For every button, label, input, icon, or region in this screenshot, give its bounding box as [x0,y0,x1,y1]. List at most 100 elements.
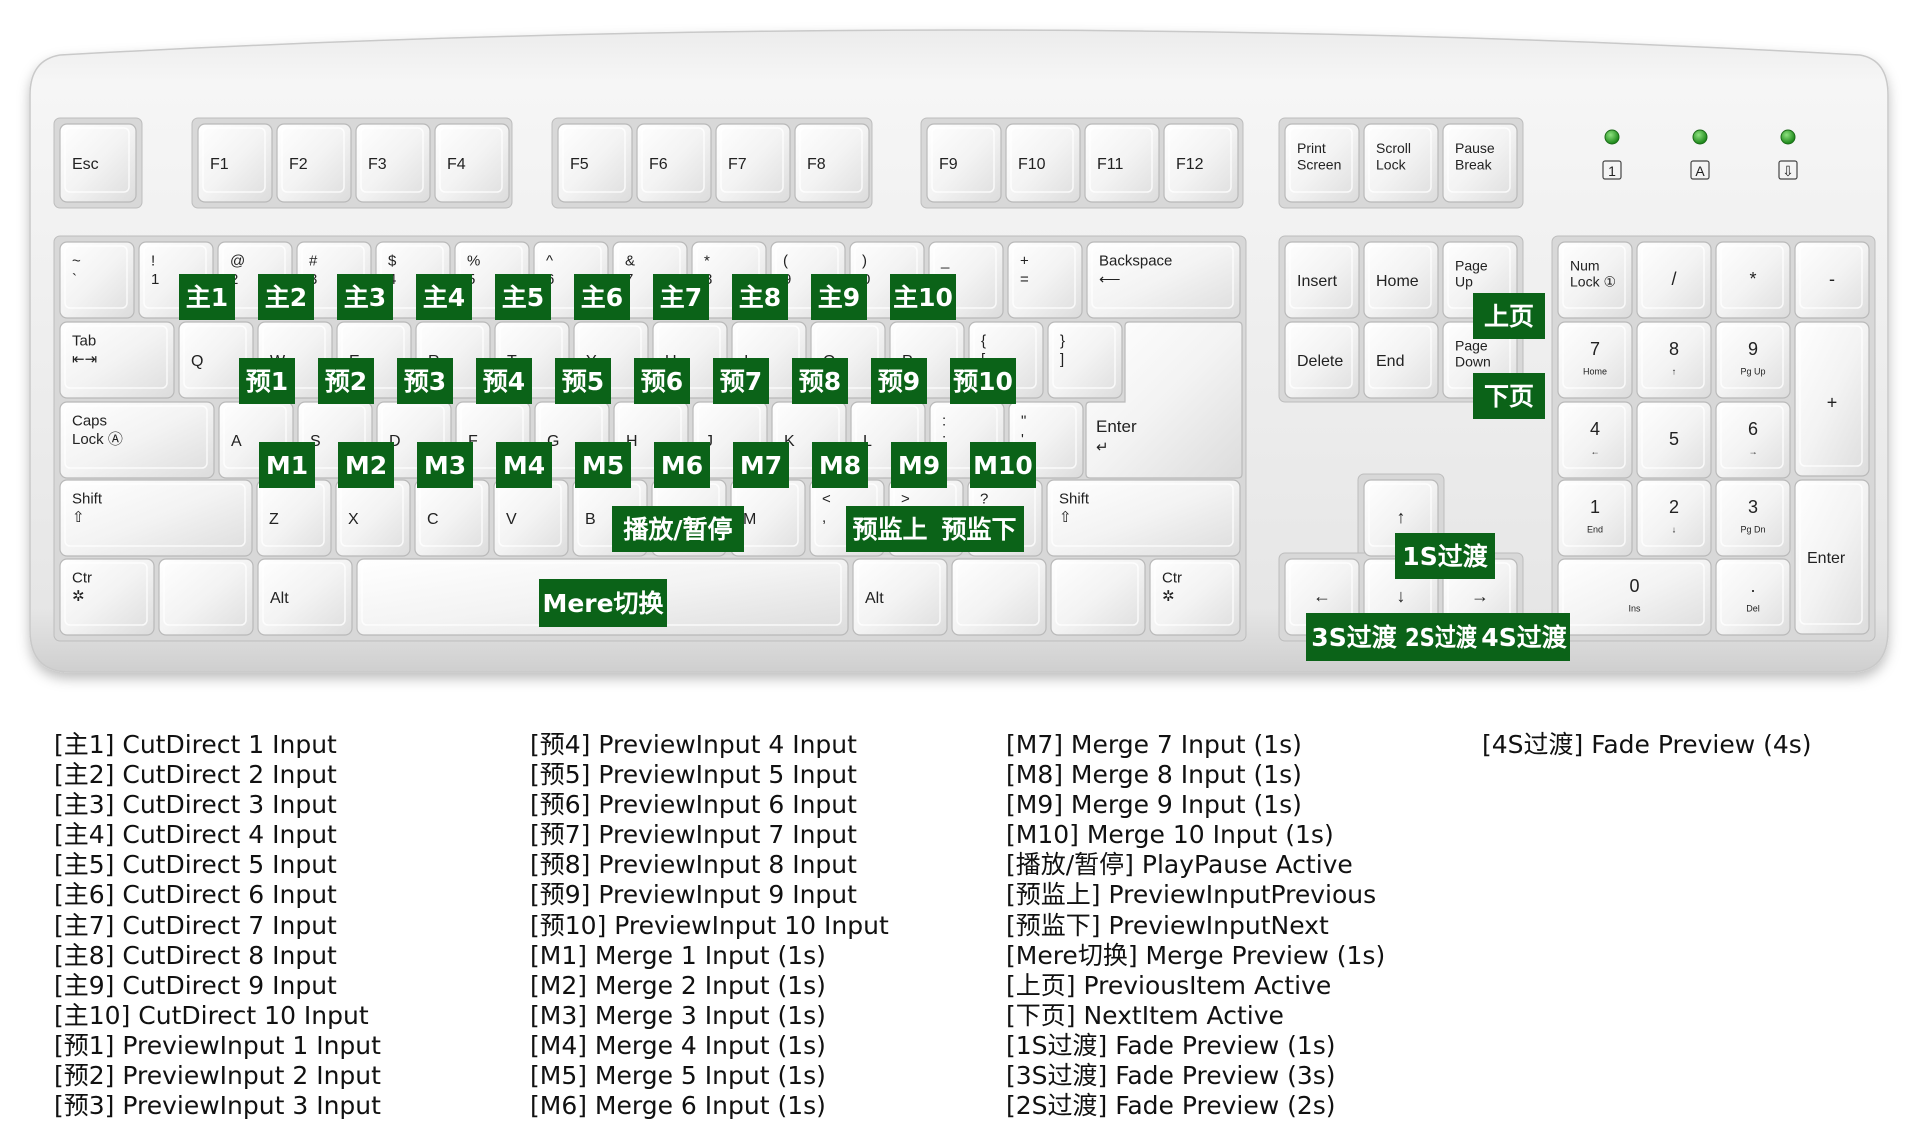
key-q[interactable]: Q [178,321,254,399]
legend-item: [M6] Merge 6 Input (1s) [530,1091,826,1121]
shortcut-tag-label: 主8 [739,283,781,312]
key-backtick[interactable]: ~` [59,241,135,319]
key-f4[interactable]: F4 [434,123,510,203]
key-f3[interactable]: F3 [355,123,431,203]
key-home[interactable]: Home [1363,241,1439,319]
key-f11[interactable]: F11 [1084,123,1160,203]
key-c[interactable]: C [414,479,490,557]
shortcut-tag: 预2 [318,358,374,404]
key-f5[interactable]: F5 [557,123,633,203]
key-label: Print [1297,140,1326,156]
key-win-left[interactable] [158,558,254,636]
key-f8[interactable]: F8 [794,123,870,203]
key-num-enter[interactable]: Enter [1794,479,1870,635]
key-x[interactable]: X [335,479,411,557]
key-ctrl-right[interactable]: Ctr✲ [1149,558,1241,636]
key-sublabel: Pg Up [1740,366,1765,376]
key-num-8[interactable]: 8↑ [1636,321,1712,399]
key-num-5[interactable]: 5 [1636,401,1712,479]
shortcut-tag-label: M1 [266,451,308,480]
key-label: * [1749,269,1756,289]
key-ctrl-left[interactable]: Ctr✲ [59,558,155,636]
indicator-led: A [1690,129,1710,180]
key-equals[interactable]: += [1007,241,1083,319]
shortcut-tag: 主1 [179,274,235,320]
key-num-3[interactable]: 3Pg Dn [1715,479,1791,557]
shortcut-tag: 主8 [732,274,788,320]
key-f10[interactable]: F10 [1005,123,1081,203]
key-label: F1 [210,156,229,173]
key-num-2[interactable]: 2↓ [1636,479,1712,557]
legend-item: [预9] PreviewInput 9 Input [530,880,857,910]
key-label: Shift [1059,491,1090,508]
shortcut-tag-label: 上页 [1484,302,1534,331]
key-enter[interactable]: Enter↵ [1085,321,1243,479]
key-num-minus[interactable]: - [1794,241,1870,319]
shortcut-tag: M5 [575,442,631,488]
key-num-6[interactable]: 6→ [1715,401,1791,479]
key-num-4[interactable]: 4← [1557,401,1633,479]
key-label: 5 [1669,429,1679,449]
key-f7[interactable]: F7 [715,123,791,203]
key-label: 7 [1590,339,1600,359]
legend-item: [预8] PreviewInput 8 Input [530,850,857,880]
shortcut-legend: [主1] CutDirect 1 Input[主2] CutDirect 2 I… [0,730,1920,1124]
key-num-9[interactable]: 9Pg Up [1715,321,1791,399]
shortcut-tag-label: 预8 [799,367,841,396]
key-rbracket[interactable]: }] [1047,321,1123,399]
key-label: F4 [447,156,466,173]
key-num-plus[interactable]: + [1794,321,1870,477]
key-menu[interactable] [1050,558,1146,636]
key-f9[interactable]: F9 [926,123,1002,203]
key-num-multiply[interactable]: * [1715,241,1791,319]
key-label: Num [1570,257,1600,273]
key-alt-left[interactable]: Alt [257,558,353,636]
key-end[interactable]: End [1363,321,1439,399]
key-label: " [1021,413,1026,430]
key-f2[interactable]: F2 [276,123,352,203]
key-shift-left[interactable]: Shift⇧ [59,479,253,557]
shortcut-tag-label: 预监上 [852,515,927,544]
key-f6[interactable]: F6 [636,123,712,203]
key-label: F7 [728,156,747,173]
shortcut-tag: 主6 [574,274,630,320]
key-f1[interactable]: F1 [197,123,273,203]
shortcut-tag: 预9 [871,358,927,404]
key-sublabel: Lock Ⓐ [72,431,123,448]
legend-item: [主10] CutDirect 10 Input [54,1000,369,1030]
key-label: Esc [72,156,99,173]
key-tab[interactable]: Tab⇤⇥ [59,321,175,399]
key-shift-right[interactable]: Shift⇧ [1046,479,1241,557]
key-win-right[interactable] [951,558,1047,636]
key-backspace[interactable]: Backspace⟵ [1086,241,1241,319]
key-f12[interactable]: F12 [1163,123,1239,203]
legend-item: [预3] PreviewInput 3 Input [54,1091,381,1121]
legend-item: [M7] Merge 7 Input (1s) [1006,730,1302,759]
key-z[interactable]: Z [256,479,332,557]
shortcut-tag-label: 主3 [344,283,386,312]
key-label: 0 [1629,576,1639,596]
key-esc[interactable]: Esc [59,123,137,203]
key-insert[interactable]: Insert [1284,241,1360,319]
key-num-divide[interactable]: / [1636,241,1712,319]
shortcut-tag: 主5 [495,274,551,320]
key-label: * [704,253,710,270]
key-num-decimal[interactable]: .Del [1715,558,1791,636]
shortcut-tag: M10 [970,442,1036,488]
key-v[interactable]: V [493,479,569,557]
key-alt-right[interactable]: Alt [852,558,948,636]
key-label: # [309,253,318,270]
shortcut-tag: 预7 [713,358,769,404]
key-label: ↑ [1397,507,1406,527]
key-delete[interactable]: Delete [1284,321,1360,399]
key-sublabel: ] [1060,351,1064,368]
legend-item: [M3] Merge 3 Input (1s) [530,1000,826,1030]
